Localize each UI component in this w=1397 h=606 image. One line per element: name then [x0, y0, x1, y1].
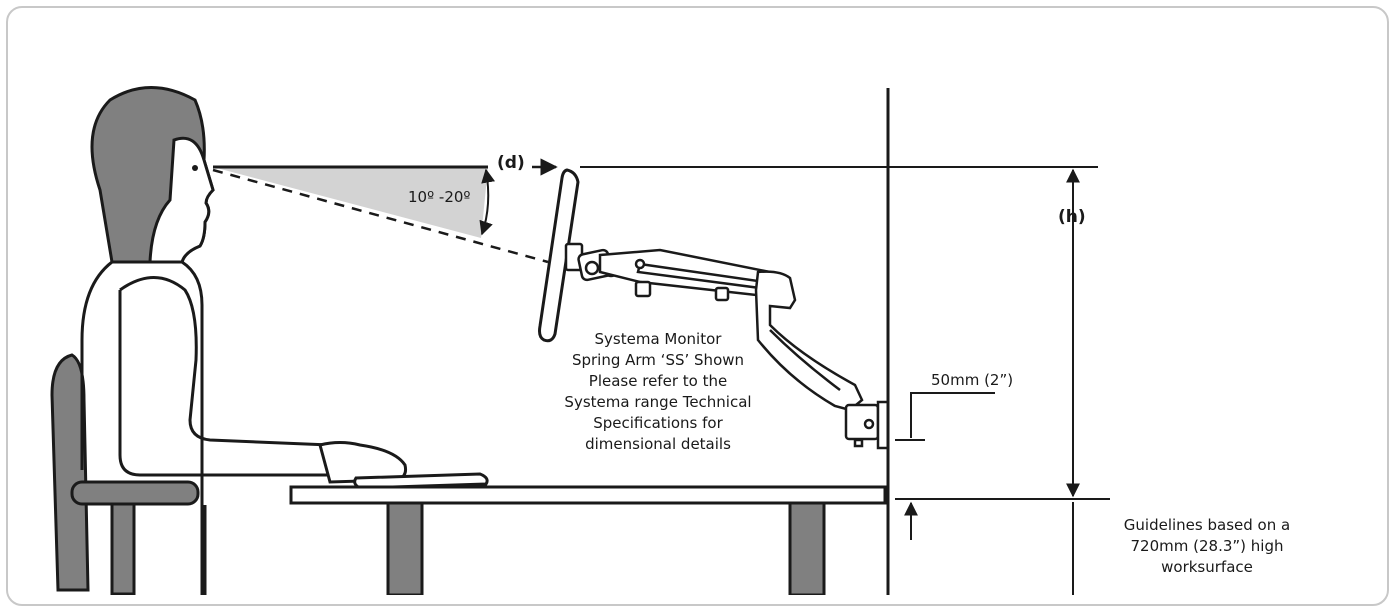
- arm-note: Systema Monitor Spring Arm ‘SS’ Shown Pl…: [538, 329, 778, 455]
- arm-note-line: Spring Arm ‘SS’ Shown: [571, 351, 745, 369]
- angle-arc: [479, 168, 496, 236]
- guideline-line: 720mm (28.3”) high: [1130, 537, 1284, 555]
- viewing-angle-wedge: [213, 167, 488, 238]
- arm-note-line: Please refer to the: [588, 372, 728, 390]
- depth-label: (d): [497, 153, 525, 173]
- monitor: [538, 168, 580, 343]
- arm-note-line: Specifications for: [593, 414, 723, 432]
- guideline-note: Guidelines based on a 720mm (28.3”) high…: [1092, 515, 1322, 578]
- height-label: (h): [1058, 207, 1086, 227]
- arm-note-line: dimensional details: [585, 435, 731, 453]
- height-dimension: [580, 166, 1110, 595]
- desk: [289, 485, 887, 595]
- guideline-line: worksurface: [1161, 558, 1253, 576]
- angle-label: 10º -20º: [408, 188, 471, 206]
- offset-label: 50mm (2”): [931, 371, 1014, 389]
- diagram-frame: [6, 6, 1389, 606]
- eye: [192, 165, 198, 171]
- guideline-line: Guidelines based on a: [1123, 516, 1291, 534]
- arm-note-line: Systema range Technical: [564, 393, 752, 411]
- arm-note-line: Systema Monitor: [594, 330, 722, 348]
- keyboard: [353, 472, 489, 490]
- person-body: [80, 260, 331, 595]
- offset-dimension: [895, 392, 995, 540]
- angled-sight-line: [212, 168, 549, 264]
- chair: [50, 353, 200, 595]
- monitor-arm: [564, 242, 890, 450]
